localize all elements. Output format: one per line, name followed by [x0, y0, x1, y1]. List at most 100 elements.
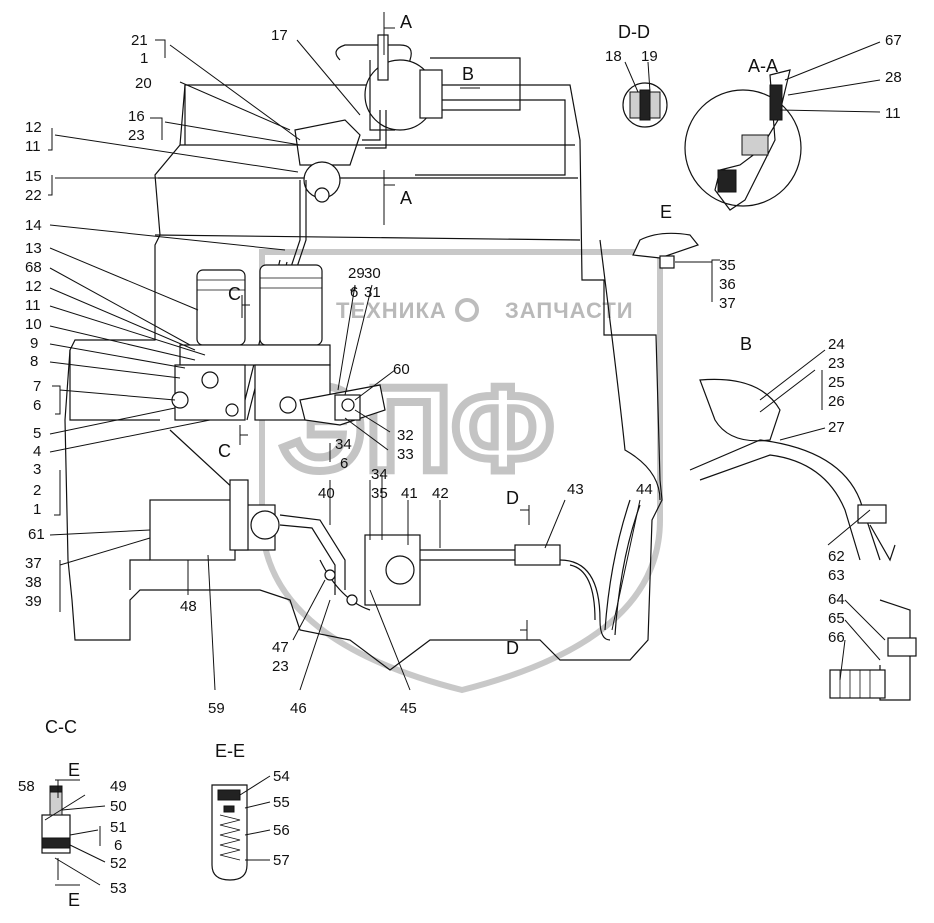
section-title-dd: D-D — [618, 22, 650, 42]
callout-32: 32 — [397, 427, 414, 444]
callout-51: 51 — [110, 819, 127, 836]
callout-8: 8 — [30, 353, 38, 370]
leader-lines — [44, 39, 886, 886]
callout-47: 47 — [272, 639, 289, 656]
callout-11-mid: 11 — [25, 297, 41, 314]
turbocharger — [364, 34, 443, 131]
callout-17: 17 — [271, 27, 288, 44]
watermark-brand-left: ТЕХНИКА — [336, 298, 447, 323]
engine-outline — [64, 44, 663, 671]
callout-62: 62 — [828, 548, 845, 565]
callout-36: 36 — [719, 276, 736, 293]
view-b-hose — [689, 378, 917, 701]
callout-10: 10 — [25, 316, 42, 333]
callout-60: 60 — [393, 361, 410, 378]
callout-61: 61 — [28, 526, 45, 543]
callout-59: 59 — [208, 700, 225, 717]
callout-38: 38 — [25, 574, 42, 591]
callout-45: 45 — [400, 700, 417, 717]
callout-37-right: 37 — [719, 295, 736, 312]
callout-63: 63 — [828, 567, 845, 584]
callout-6-mid: 6 — [350, 284, 358, 301]
section-titles: A-A D-D C-C E-E B E — [45, 22, 778, 761]
callout-34-low: 34 — [371, 466, 388, 483]
cut-letter-e-bottom: E — [68, 890, 80, 910]
callout-43: 43 — [567, 481, 584, 498]
callout-50: 50 — [110, 798, 127, 815]
view-title-b: B — [740, 334, 752, 354]
callout-48: 48 — [180, 598, 197, 615]
callout-18: 18 — [605, 48, 622, 65]
callout-29: 29 — [348, 265, 365, 282]
callout-54: 54 — [273, 768, 290, 785]
callout-1-bottom: 1 — [33, 501, 41, 518]
callout-56: 56 — [273, 822, 290, 839]
callout-30: 30 — [364, 265, 381, 282]
cut-letter-a-top: A — [400, 12, 412, 32]
view-e-cap — [632, 232, 700, 269]
callout-4: 4 — [33, 443, 41, 460]
callout-34-mid: 34 — [335, 436, 352, 453]
callout-55: 55 — [273, 794, 290, 811]
section-ee-part — [211, 784, 248, 881]
section-dd-view — [622, 82, 668, 128]
section-cc-part — [41, 779, 80, 886]
callout-1-top: 1 — [140, 50, 148, 67]
callout-12-mid: 12 — [25, 278, 42, 295]
callout-19: 19 — [641, 48, 658, 65]
callout-49: 49 — [110, 778, 127, 795]
cut-letter-b: B — [462, 64, 474, 84]
section-aa-view — [684, 69, 802, 211]
callout-23-top: 23 — [128, 127, 145, 144]
callout-13: 13 — [25, 240, 42, 257]
callout-35-right: 35 — [719, 257, 736, 274]
callout-53: 53 — [110, 880, 127, 897]
cut-letter-e-top: E — [68, 760, 80, 780]
callout-12-top: 12 — [25, 119, 42, 136]
callout-41: 41 — [401, 485, 418, 502]
callout-57: 57 — [273, 852, 290, 869]
callout-68: 68 — [25, 259, 42, 276]
section-title-cc: C-C — [45, 717, 77, 737]
callout-21: 21 — [131, 32, 148, 49]
callout-44: 44 — [636, 481, 653, 498]
callout-26: 26 — [828, 393, 845, 410]
cut-letter-d-upper: D — [506, 488, 519, 508]
callout-52: 52 — [110, 855, 127, 872]
callout-23-bottom: 23 — [272, 658, 289, 675]
gear-icon — [455, 298, 479, 322]
callout-6-lower: 6 — [340, 455, 348, 472]
callout-6-left: 6 — [33, 397, 41, 414]
section-title-ee: E-E — [215, 741, 245, 761]
callout-14: 14 — [25, 217, 42, 234]
callout-66: 66 — [828, 629, 845, 646]
callout-6-cc: 6 — [114, 837, 122, 854]
watermark-brand-right: ЗАПЧАСТИ — [505, 298, 634, 323]
callout-46: 46 — [290, 700, 307, 717]
cut-markers — [239, 12, 530, 640]
callout-31: 31 — [364, 284, 381, 301]
callout-28: 28 — [885, 69, 902, 86]
callout-67: 67 — [885, 32, 902, 49]
callout-3: 3 — [33, 461, 41, 478]
callout-2: 2 — [33, 482, 41, 499]
callout-15: 15 — [25, 168, 42, 185]
callout-5: 5 — [33, 425, 41, 442]
callout-40: 40 — [318, 485, 335, 502]
callout-42: 42 — [432, 485, 449, 502]
callout-23-right: 23 — [828, 355, 845, 372]
cut-letter-c-upper: C — [228, 284, 241, 304]
callout-33: 33 — [397, 446, 414, 463]
callout-25: 25 — [828, 374, 845, 391]
callout-37-left: 37 — [25, 555, 42, 572]
view-title-e: E — [660, 202, 672, 222]
cut-letter-c-lower: C — [218, 441, 231, 461]
cut-letter-d-lower: D — [506, 638, 519, 658]
callout-11-top: 11 — [25, 138, 41, 155]
pump-assembly — [149, 429, 641, 641]
callout-11-right: 11 — [885, 105, 901, 122]
callout-39: 39 — [25, 593, 42, 610]
section-title-aa: A-A — [748, 56, 778, 76]
